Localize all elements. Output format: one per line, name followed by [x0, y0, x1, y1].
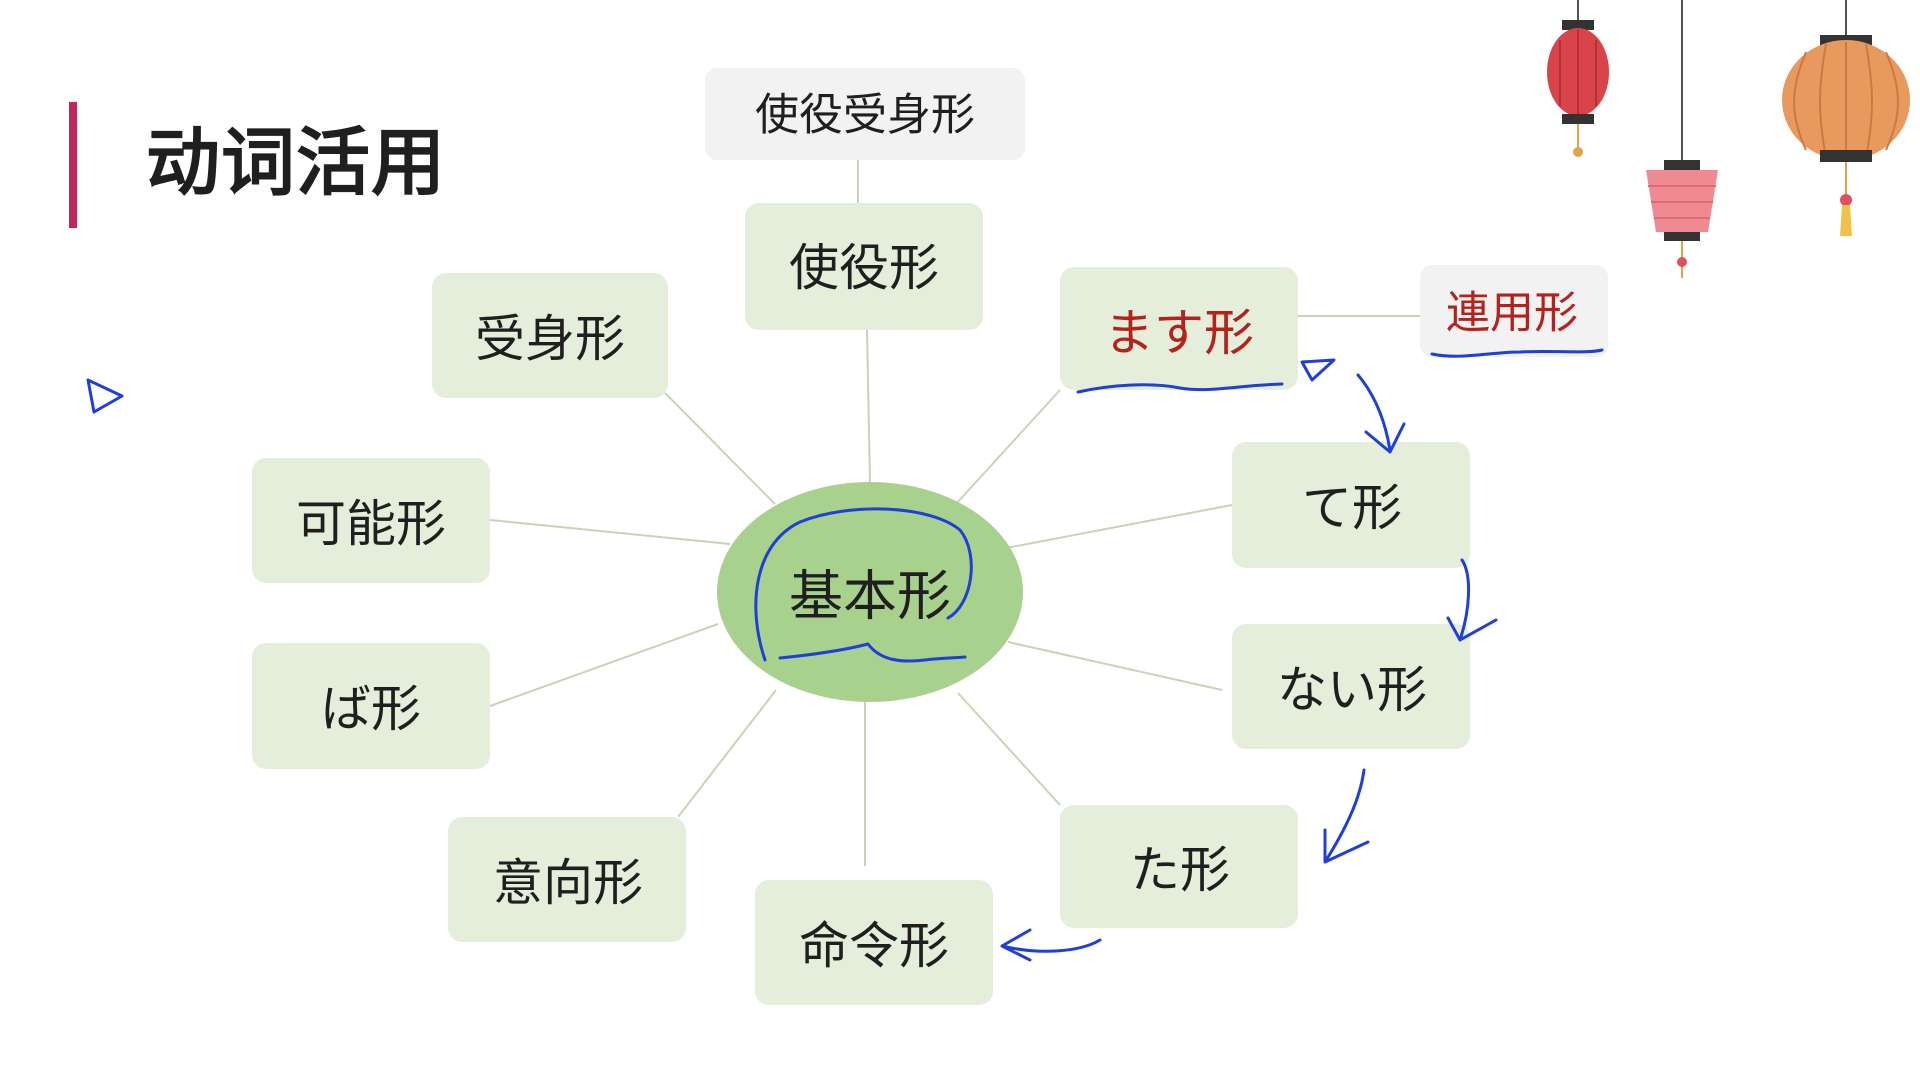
connector-volitional	[678, 690, 776, 817]
node-masu[interactable]: ます形	[1060, 267, 1298, 390]
node-te[interactable]: て形	[1232, 442, 1470, 568]
connector-nai	[1008, 642, 1222, 690]
node-te-label: て形	[1302, 479, 1402, 537]
node-nai-label: ない形	[1277, 661, 1427, 719]
node-ta-label: た形	[1130, 841, 1230, 899]
connector-causative	[867, 330, 870, 482]
connector-passive	[665, 393, 775, 504]
node-imperative-label: 命令形	[799, 917, 949, 975]
node-causative-passive[interactable]: 使役受身形	[705, 68, 1025, 160]
node-volitional-label: 意向形	[493, 854, 643, 912]
node-potential[interactable]: 可能形	[252, 458, 490, 583]
center-label: 基本形	[789, 565, 951, 628]
node-passive[interactable]: 受身形	[432, 273, 668, 398]
red-lantern-icon	[1547, 0, 1609, 157]
ink-arrow-ta-to-imperative	[1002, 930, 1100, 960]
node-ba-label: ば形	[321, 680, 421, 738]
node-volitional[interactable]: 意向形	[448, 817, 686, 942]
node-masu-label: ます形	[1104, 304, 1254, 362]
ink-arrow-masu-to-te	[1358, 375, 1404, 452]
orange-lantern-icon	[1782, 0, 1910, 236]
node-ba[interactable]: ば形	[252, 643, 490, 769]
node-renyou[interactable]: 連用形	[1420, 265, 1608, 357]
ink-arrow-nai-to-ta	[1325, 770, 1368, 862]
node-causative-label: 使役形	[789, 239, 939, 297]
node-renyou-label: 連用形	[1446, 288, 1578, 339]
node-center-basic-form[interactable]: 基本形	[717, 482, 1023, 702]
pink-lantern-icon	[1646, 0, 1718, 278]
node-passive-label: 受身形	[475, 310, 625, 368]
connector-ta	[958, 693, 1060, 805]
connector-potential	[490, 520, 730, 544]
node-nai[interactable]: ない形	[1232, 624, 1470, 749]
node-causative-passive-label: 使役受身形	[755, 90, 975, 141]
lanterns-decoration	[1547, 0, 1910, 278]
connector-te	[1006, 505, 1232, 548]
node-potential-label: 可能形	[296, 495, 446, 553]
play-cursor-icon	[88, 380, 122, 412]
connector-masu	[955, 390, 1060, 505]
node-imperative[interactable]: 命令形	[755, 880, 993, 1005]
ink-marker-masu	[1302, 360, 1334, 380]
node-causative[interactable]: 使役形	[745, 203, 983, 330]
node-ta[interactable]: た形	[1060, 805, 1298, 928]
connector-ba	[490, 624, 718, 706]
